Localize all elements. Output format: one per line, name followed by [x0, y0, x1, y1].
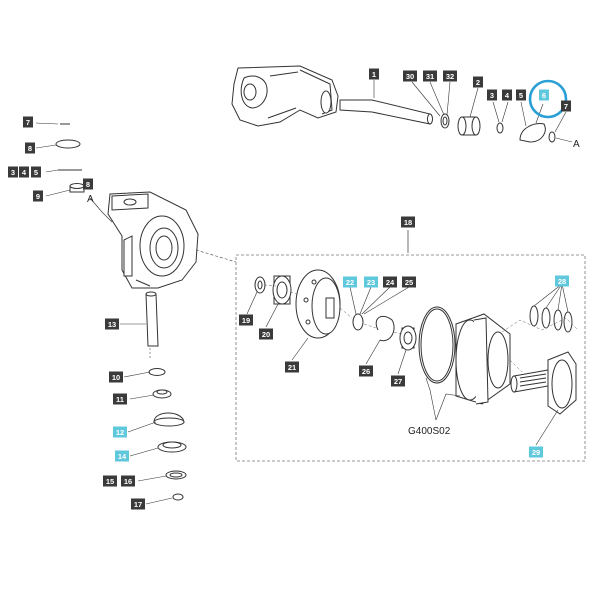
callout-number: 32: [446, 72, 454, 81]
top-leader-lines: [373, 80, 573, 143]
callout-number: 7: [26, 118, 30, 127]
callout-number: 30: [406, 72, 414, 81]
hub-leader-lines: [246, 283, 569, 446]
callout-number: 5: [34, 168, 38, 177]
callout-number: 18: [404, 218, 412, 227]
hub-guide-lines: [263, 284, 579, 373]
callout-label-25: 25: [402, 276, 416, 288]
callout-label-27: 27: [391, 375, 405, 387]
callout-number: 28: [558, 277, 566, 286]
left-leader-lines: [35, 122, 113, 223]
callout-number: 20: [262, 330, 270, 339]
callout-label-6: 6: [539, 89, 549, 101]
callout-number: 6: [542, 91, 546, 100]
callout-number: 3: [490, 91, 494, 100]
callout-number: 5: [519, 91, 523, 100]
callout-label-20: 20: [259, 328, 273, 340]
callout-label-23: 23: [364, 276, 378, 288]
callout-number: 8: [86, 180, 90, 189]
callout-label-10: 10: [109, 371, 123, 383]
callout-label-3: 3: [487, 89, 497, 101]
callout-number: 1: [372, 70, 376, 79]
callout-number: 3: [11, 168, 15, 177]
callout-number: 29: [532, 448, 540, 457]
callout-label-5: 5: [31, 166, 41, 178]
callout-label-17: 17: [131, 498, 145, 510]
callout-number: 13: [108, 320, 116, 329]
lower-leader-lines: [120, 323, 173, 505]
kingpin-column: [145, 291, 187, 501]
callout-label-11: 11: [113, 393, 127, 405]
callout-number: 25: [405, 278, 413, 287]
callout-number: 24: [386, 278, 395, 287]
callout-label-21: 21: [285, 361, 299, 373]
callout-label-26: 26: [359, 365, 373, 377]
diagram-code: G400S02: [408, 426, 451, 437]
callout-number: 2: [476, 78, 480, 87]
subassembly-box: [235, 254, 586, 462]
callout-label-12: 12: [113, 426, 127, 438]
callout-number: 23: [367, 278, 375, 287]
callout-number: 7: [564, 102, 568, 111]
callout-number: 26: [362, 367, 370, 376]
callout-label-7: 7: [561, 100, 571, 112]
callout-number: 14: [118, 452, 127, 461]
drive-shaft: [339, 99, 433, 125]
callout-label-7: 7: [23, 116, 33, 128]
callout-label-15: 15: [103, 475, 117, 487]
callout-number: 9: [36, 192, 40, 201]
callout-label-32: 32: [443, 70, 457, 82]
callout-label-3: 3: [8, 166, 18, 178]
callout-label-28: 28: [555, 275, 569, 287]
callout-label-31: 31: [423, 70, 437, 82]
callout-label-8: 8: [25, 142, 35, 154]
ref-letter-top: A: [573, 139, 580, 150]
callout-label-4: 4: [19, 166, 29, 178]
callout-label-22: 22: [343, 276, 357, 288]
callout-number: 21: [288, 363, 296, 372]
callout-number: 8: [28, 144, 32, 153]
callout-label-16: 16: [121, 475, 135, 487]
callout-number: 16: [124, 477, 132, 486]
callout-label-13: 13: [105, 318, 119, 330]
callout-number: 10: [112, 373, 120, 382]
callout-label-4: 4: [502, 89, 512, 101]
left-small-parts: [55, 123, 85, 193]
callout-number: 17: [134, 500, 142, 509]
hub-assembly-parts: [254, 269, 577, 415]
callout-label-1: 1: [369, 68, 379, 80]
callout-label-14: 14: [115, 450, 129, 462]
callout-label-24: 24: [383, 276, 397, 288]
callout-number: 31: [426, 72, 434, 81]
callout-number: 11: [116, 395, 124, 404]
callout-label-8: 8: [83, 178, 93, 190]
callout-number: 4: [505, 91, 510, 100]
callout-number: 22: [346, 278, 354, 287]
highlight-circle: [528, 79, 568, 119]
callout-number: 27: [394, 377, 402, 386]
callout-label-19: 19: [239, 314, 253, 326]
housing-guide-line: [195, 249, 237, 263]
callout-number: 12: [116, 428, 124, 437]
callout-label-2: 2: [473, 76, 483, 88]
top-small-parts: [440, 113, 556, 143]
axle-housing: [231, 65, 339, 127]
callout-number: 19: [242, 316, 250, 325]
ref-letter-left: A: [87, 194, 94, 205]
callout-label-5: 5: [516, 89, 526, 101]
knuckle-housing: [107, 191, 199, 289]
callout-number: 4: [22, 168, 27, 177]
callout-label-18: 18: [401, 216, 415, 228]
callout-label-9: 9: [33, 190, 43, 202]
callout-number: 15: [106, 477, 114, 486]
callout-label-30: 30: [403, 70, 417, 82]
callout-label-29: 29: [529, 446, 543, 458]
